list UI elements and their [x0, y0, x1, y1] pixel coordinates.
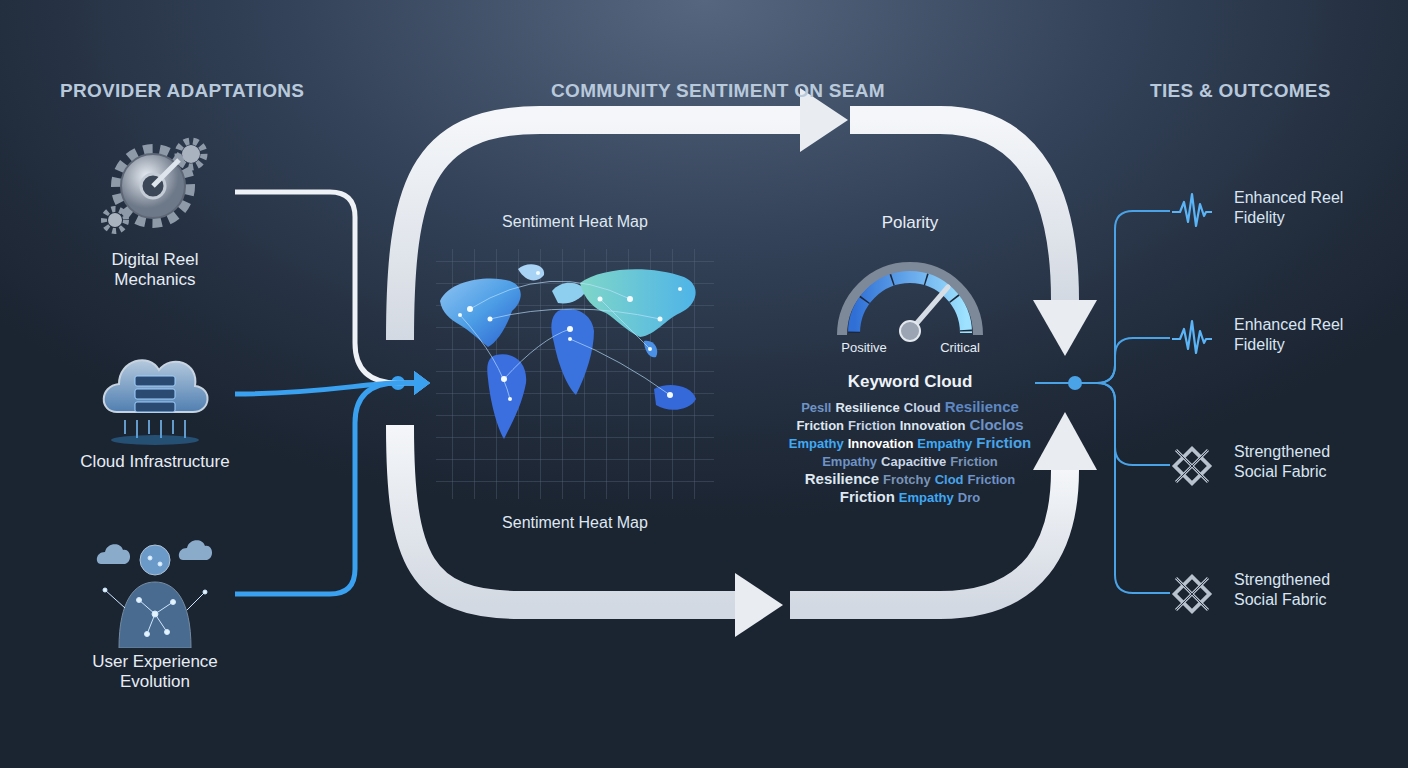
- keyword: Clod: [935, 472, 964, 488]
- keyword: Resilience: [835, 400, 899, 416]
- outcome-icon: [1170, 317, 1214, 361]
- node-label: Enhanced Reel Fidelity: [1234, 315, 1364, 355]
- node-label: Strengthened Social Fabric: [1234, 570, 1364, 610]
- keyword: Cloud: [904, 400, 941, 416]
- node-label: Strengthened Social Fabric: [1234, 442, 1364, 482]
- keyword: Friction: [976, 434, 1031, 452]
- keyword-cloud: Keyword CloudPesllResilienceCloudResilie…: [785, 372, 1035, 506]
- panel-title: Polarity: [820, 213, 1000, 233]
- adaptation-node: Cloud Infrastructure: [75, 330, 235, 472]
- keyword: Empathy: [789, 436, 844, 452]
- node-icon: [95, 330, 215, 452]
- connector: [1035, 338, 1170, 383]
- outcome-icon: [1170, 572, 1214, 620]
- keyword: Friction: [796, 418, 844, 434]
- keyword: Resilience: [945, 398, 1019, 416]
- keyword: Capacitive: [881, 454, 946, 470]
- keyword: Dro: [958, 490, 980, 506]
- connector: [235, 371, 430, 594]
- panel-title: Sentiment Heat Map: [430, 514, 720, 532]
- connector-line: [235, 192, 418, 383]
- connector: [1035, 383, 1170, 593]
- adaptation-node: User Experience Evolution: [75, 530, 235, 693]
- connector: [1035, 383, 1170, 465]
- outcome-icon: [1170, 190, 1214, 234]
- column-heading: TIES & OUTCOMES: [1150, 80, 1331, 102]
- node-icon: [95, 128, 215, 250]
- keyword: Empathy: [822, 454, 877, 470]
- big-loop: [400, 120, 1065, 605]
- keyword: Frotchy: [883, 472, 931, 488]
- gauge-end-label: Critical: [920, 340, 1000, 355]
- node-label: Cloud Infrastructure: [75, 452, 235, 472]
- keyword: Cloclos: [969, 416, 1023, 434]
- node-icon: [95, 530, 215, 652]
- column-heading: COMMUNITY SENTIMENT ON SEAM: [418, 80, 1018, 102]
- arrowhead: [414, 371, 430, 395]
- connector-line: [235, 383, 418, 594]
- keyword: Pesll: [801, 400, 831, 416]
- node-label: Digital Reel Mechanics: [75, 250, 235, 291]
- arrowhead: [414, 371, 430, 395]
- outcome-node: Enhanced Reel Fidelity: [1170, 188, 1370, 234]
- keyword: Innovation: [900, 418, 966, 434]
- outcome-icon: [1170, 444, 1214, 492]
- connector-line: [1035, 383, 1170, 593]
- keyword: Resilience: [805, 470, 879, 488]
- big-arrowheads: [735, 88, 1097, 637]
- outcome-node: Enhanced Reel Fidelity: [1170, 315, 1370, 361]
- column-heading: PROVIDER ADAPTATIONS: [60, 80, 304, 102]
- keyword: Empathy: [899, 490, 954, 506]
- keyword: Friction: [848, 418, 896, 434]
- keyword: Friction: [840, 488, 895, 506]
- connector: [1035, 211, 1170, 383]
- gauge-end-label: Positive: [824, 340, 904, 355]
- panel-title: Keyword Cloud: [785, 372, 1035, 392]
- panel-title: Sentiment Heat Map: [430, 213, 720, 231]
- connector-line: [1035, 383, 1170, 465]
- heat-map-panel: Sentiment Heat MapSentiment Heat Map: [430, 205, 720, 540]
- keyword: Empathy: [917, 436, 972, 452]
- connector-line: [1035, 338, 1170, 383]
- arrowhead: [414, 371, 430, 395]
- outcome-node: Strengthened Social Fabric: [1170, 570, 1370, 616]
- outcome-node: Strengthened Social Fabric: [1170, 442, 1370, 488]
- world-map: [430, 239, 720, 513]
- polarity-gauge: PolarityPositive Critical: [820, 205, 1000, 361]
- keyword: Friction: [968, 472, 1016, 488]
- node-label: Enhanced Reel Fidelity: [1234, 188, 1364, 228]
- node-label: User Experience Evolution: [75, 652, 235, 693]
- keyword: Friction: [950, 454, 998, 470]
- adaptation-node: Digital Reel Mechanics: [75, 128, 235, 291]
- connector: [235, 192, 430, 395]
- connector-line: [1035, 211, 1170, 383]
- keyword: Innovation: [848, 436, 914, 452]
